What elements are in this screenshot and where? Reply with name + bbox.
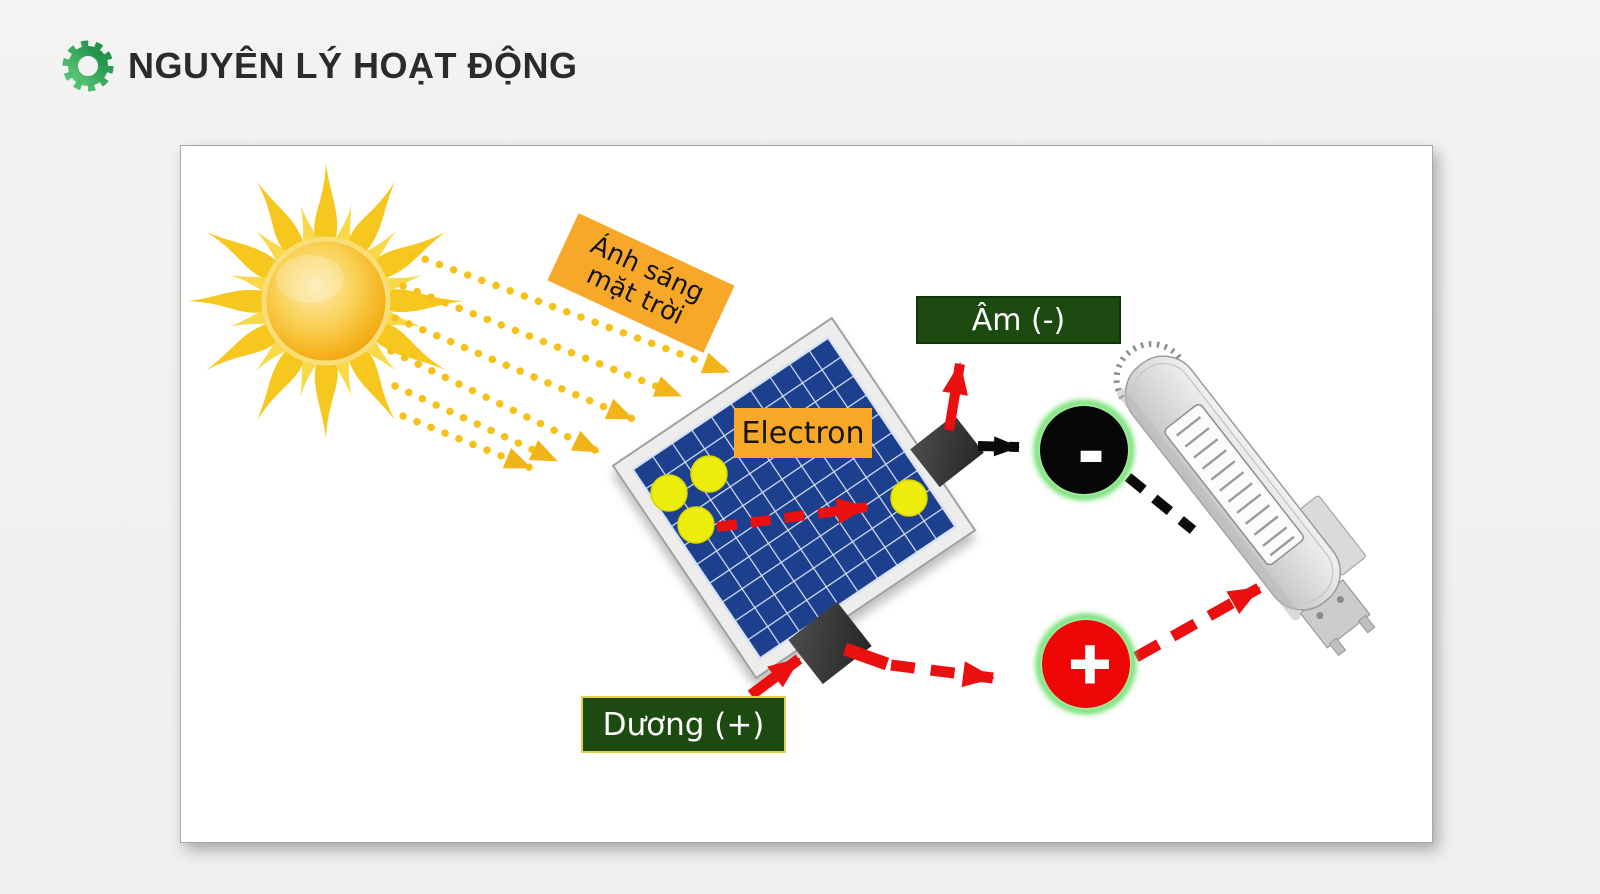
- solar-panel-graphic: [611, 316, 977, 680]
- sunlight-dotted-rays: [387, 250, 733, 472]
- minus-symbol: -: [1079, 419, 1103, 487]
- street-light-graphic: [1113, 341, 1376, 657]
- electron-flow-arrow: [716, 498, 869, 532]
- positive-wire-solid: [842, 642, 890, 671]
- green-glow: [1036, 614, 1136, 714]
- sun-rays: [188, 163, 464, 439]
- arrow-positive-label-to-connector: [747, 654, 803, 700]
- street-light-led-bars: [1175, 416, 1295, 557]
- negative-label: Âm (-): [916, 296, 1121, 344]
- negative-terminal-connector: [910, 414, 984, 488]
- arrow-to-negative-label: [942, 362, 968, 431]
- negative-terminal-node: -: [1034, 400, 1134, 500]
- green-glow: [1034, 400, 1134, 500]
- positive-label: Dương (+): [581, 696, 786, 753]
- positive-wire-to-lamp: [1133, 583, 1262, 662]
- page-title: NGUYÊN LÝ HOẠT ĐỘNG: [128, 45, 578, 86]
- sun-icon: [188, 163, 464, 439]
- page-header: NGUYÊN LÝ HOẠT ĐỘNG: [62, 40, 578, 92]
- electron-dots: [650, 455, 928, 544]
- plus-symbol: +: [1067, 631, 1114, 696]
- sun-core: [261, 236, 391, 366]
- positive-wire-dashed: [890, 659, 995, 688]
- diagram-graphics: - +: [188, 163, 1376, 714]
- positive-terminal-connector: [788, 601, 872, 685]
- positive-terminal-node: +: [1036, 614, 1136, 714]
- diagram-canvas: - + Ánh sáng mặt trời Electron Âm (-) Dư…: [180, 145, 1433, 843]
- electron-label: Electron: [734, 408, 872, 458]
- negative-wire-dashed: [977, 436, 1020, 457]
- negative-wire-to-lamp: [1124, 473, 1197, 534]
- gear-icon: [62, 40, 114, 92]
